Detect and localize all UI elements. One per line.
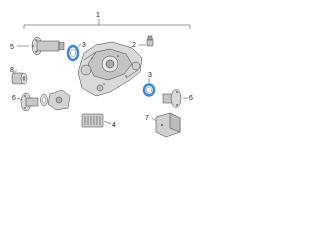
- left-seal-ring: [40, 93, 48, 107]
- exploded-parts-diagram: 1 5 3 2 8 3 6 6 4 7: [10, 12, 193, 138]
- filter-block: [81, 113, 104, 128]
- differential-housing: [77, 41, 143, 97]
- left-output-flange: [20, 92, 39, 112]
- callout-3-right: 3: [148, 72, 152, 79]
- callout-2: 2: [132, 42, 136, 49]
- callout-6-left: 6: [12, 95, 16, 102]
- callout-5: 5: [10, 44, 14, 51]
- callout-1: 1: [96, 12, 100, 19]
- leader-4: [103, 120, 112, 125]
- callout-3-left: 3: [82, 42, 86, 49]
- vent-plug: [146, 35, 154, 47]
- mounting-bracket: [155, 112, 181, 138]
- callout-1-bracket: [23, 19, 191, 29]
- callout-6-right: 6: [189, 95, 193, 102]
- callout-4: 4: [112, 122, 116, 129]
- side-cover: [47, 89, 71, 111]
- right-seal-highlighted: [142, 83, 156, 97]
- right-output-flange: [162, 89, 182, 108]
- left-flange-shaft: [31, 36, 65, 56]
- callout-8: 8: [10, 67, 14, 74]
- left-seal-highlighted: [66, 44, 80, 62]
- mount-bushing: [11, 72, 28, 85]
- leader-8: [12, 69, 18, 74]
- callout-7: 7: [145, 115, 149, 122]
